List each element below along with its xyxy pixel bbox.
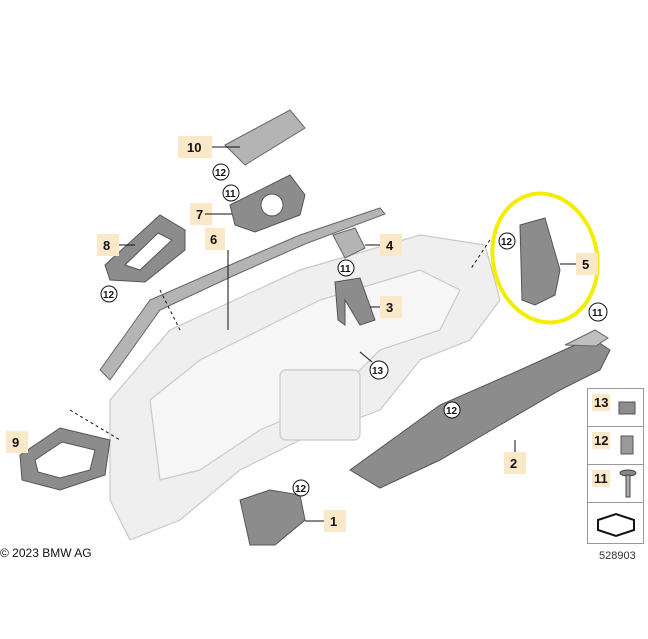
callout-11: 11 (592, 308, 603, 319)
legend-row (588, 504, 643, 542)
callout-12: 12 (501, 237, 513, 248)
part-4 (332, 227, 366, 259)
legend-row: 11 (588, 465, 643, 503)
callout-12: 12 (295, 484, 307, 495)
highlight-ring (490, 191, 600, 325)
callout-7: 7 (196, 207, 203, 222)
dashed-leader (159, 289, 181, 331)
legend-11: 11 (592, 470, 610, 487)
callout-12: 12 (215, 168, 227, 179)
callout-13: 13 (372, 366, 384, 377)
legend-row: 12 (588, 427, 643, 465)
callout-3: 3 (386, 300, 393, 315)
screw-icon (619, 469, 637, 498)
diagram-number: 528903 (599, 550, 636, 562)
dashed-leader (469, 239, 491, 271)
part-1 (239, 489, 306, 546)
speaker-cover-top (224, 109, 306, 166)
part-2-trim (349, 339, 611, 489)
legend-12: 12 (592, 432, 611, 449)
callout-11: 11 (225, 189, 236, 200)
part-5 (519, 217, 561, 306)
callout-10: 10 (187, 140, 201, 155)
dashed-leader (69, 409, 121, 441)
clip-nut-icon (620, 435, 634, 455)
clip-icon (618, 401, 636, 415)
callout-12: 12 (446, 406, 458, 417)
callout-11: 11 (340, 264, 351, 275)
callout-12: 12 (103, 290, 115, 301)
copyright-text: © 2023 BMW AG (0, 546, 92, 560)
dash-trim-strip (99, 207, 386, 381)
fastener-legend: 13 12 11 (587, 388, 644, 544)
callout-5: 5 (582, 257, 589, 272)
callout-9: 9 (12, 435, 19, 450)
legend-13: 13 (592, 394, 611, 411)
callout-4: 4 (386, 238, 394, 253)
callout-8: 8 (103, 238, 110, 253)
legend-row: 13 (588, 389, 643, 427)
panel-shape-icon (597, 512, 635, 538)
part-3 (334, 277, 376, 326)
center-console-ghost (279, 369, 361, 441)
callout-6: 6 (210, 232, 217, 247)
callout-1: 1 (330, 514, 337, 529)
callout-2: 2 (510, 456, 517, 471)
